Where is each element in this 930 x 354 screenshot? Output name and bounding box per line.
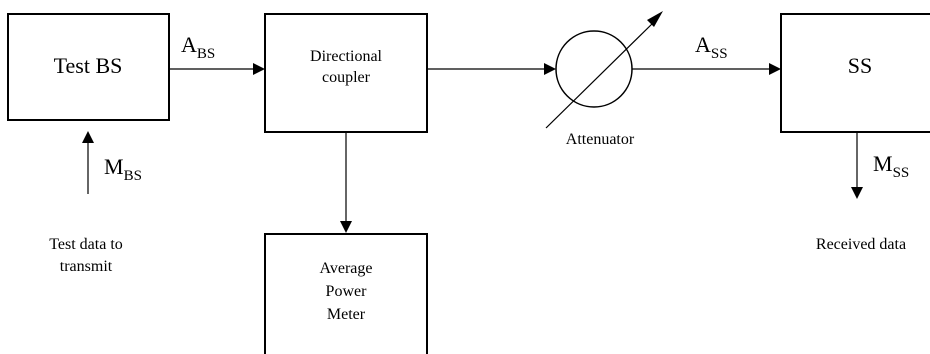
test-bs-label: Test BS <box>54 53 123 78</box>
signal-a-ss-label: ASS <box>695 32 728 62</box>
arrow-coupler-to-power-meter <box>340 132 352 233</box>
power-meter-label-line-1: Average <box>320 260 373 277</box>
attenuator-diagonal-arrow <box>545 20 656 129</box>
power-meter-label-line-2: Power <box>326 283 368 300</box>
coupler-label-line-2: coupler <box>322 69 371 86</box>
signal-m-bs-label: MBS <box>104 154 142 184</box>
received-data-note: Received data <box>816 236 906 253</box>
attenuator-symbol: Attenuator <box>545 11 663 148</box>
test-data-note-line-2: transmit <box>60 258 113 275</box>
ss-label: SS <box>848 53 872 78</box>
arrow-attenuator-to-ss <box>632 63 781 75</box>
power-meter-block: Average Power Meter <box>264 233 428 354</box>
test-bs-block: Test BS <box>7 13 170 121</box>
arrow-m-bs-into-test-bs <box>82 131 94 194</box>
arrow-m-ss-out-of-ss <box>851 132 863 199</box>
attenuator-circle <box>555 30 633 108</box>
coupler-label-line-1: Directional <box>310 48 383 65</box>
test-data-note-line-1: Test data to <box>49 236 123 253</box>
signal-a-bs-label: ABS <box>181 32 215 62</box>
power-meter-label-line-3: Meter <box>327 306 366 323</box>
attenuator-arrowhead <box>647 11 663 27</box>
ss-block: SS <box>780 13 930 133</box>
signal-m-ss-label: MSS <box>873 151 909 181</box>
attenuator-label: Attenuator <box>566 131 635 148</box>
arrow-coupler-to-attenuator <box>427 63 556 75</box>
arrow-test-bs-to-coupler <box>169 63 265 75</box>
directional-coupler-block: Directional coupler <box>264 13 428 133</box>
